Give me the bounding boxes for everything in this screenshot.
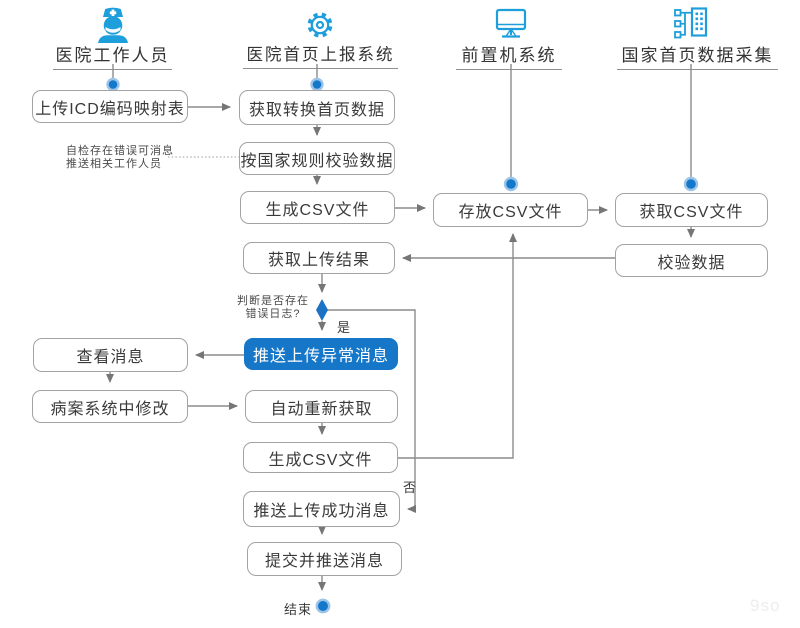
self-check-note: 自检存在错误可消息 推送相关工作人员 xyxy=(66,145,176,171)
start-event-lane1 xyxy=(106,77,120,92)
branch-label-yes: 是 xyxy=(337,320,351,335)
decision-question-line2: 错误日志? xyxy=(245,308,301,320)
gear-icon xyxy=(307,12,333,38)
start-event-lane3 xyxy=(503,176,519,192)
node-push-success-message: 推送上传成功消息 xyxy=(243,491,400,527)
node-generate-csv-2: 生成CSV文件 xyxy=(243,442,398,473)
lane-title-report-system: 医院首页上报系统 xyxy=(243,41,398,69)
lane-title-front-machine: 前置机系统 xyxy=(456,41,562,70)
node-upload-icd-mapping: 上传ICD编码映射表 xyxy=(32,90,188,123)
decision-question: 判断是否存在 错误日志? xyxy=(233,295,313,321)
end-label: 结束 xyxy=(283,602,312,617)
node-view-message: 查看消息 xyxy=(33,338,188,372)
connector-decision-no xyxy=(327,309,416,513)
node-get-csv: 获取CSV文件 xyxy=(615,193,768,227)
decision-question-line1: 判断是否存在 xyxy=(237,295,309,307)
end-event xyxy=(315,598,331,614)
self-check-note-line1: 自检存在错误可消息 xyxy=(66,145,174,157)
start-event-lane4 xyxy=(683,176,699,192)
node-validate-national-rules: 按国家规则校验数据 xyxy=(239,142,395,175)
node-check-data: 校验数据 xyxy=(615,244,768,277)
connector-gencsv2-to-store xyxy=(398,233,517,459)
watermark: 9so xyxy=(750,596,781,615)
node-submit-and-push: 提交并推送消息 xyxy=(247,542,402,576)
self-check-note-line2: 推送相关工作人员 xyxy=(66,158,162,170)
node-fetch-convert-data: 获取转换首页数据 xyxy=(239,90,395,125)
data-collection-icon xyxy=(674,7,708,39)
node-modify-in-mrs: 病案系统中修改 xyxy=(32,390,188,423)
node-store-csv: 存放CSV文件 xyxy=(433,193,588,227)
monitor-icon xyxy=(495,8,527,38)
node-push-error-message: 推送上传异常消息 xyxy=(244,338,398,370)
node-auto-refetch: 自动重新获取 xyxy=(245,390,398,423)
lane-title-national-collection: 国家首页数据采集 xyxy=(617,41,778,70)
branch-label-no: 否 xyxy=(403,480,417,495)
lane-title-hospital-staff: 医院工作人员 xyxy=(53,41,172,70)
node-generate-csv-1: 生成CSV文件 xyxy=(240,191,395,224)
start-event-lane2 xyxy=(310,77,324,92)
node-get-upload-result: 获取上传结果 xyxy=(243,242,395,274)
nurse-icon xyxy=(98,7,128,43)
decision-gateway xyxy=(316,299,328,321)
